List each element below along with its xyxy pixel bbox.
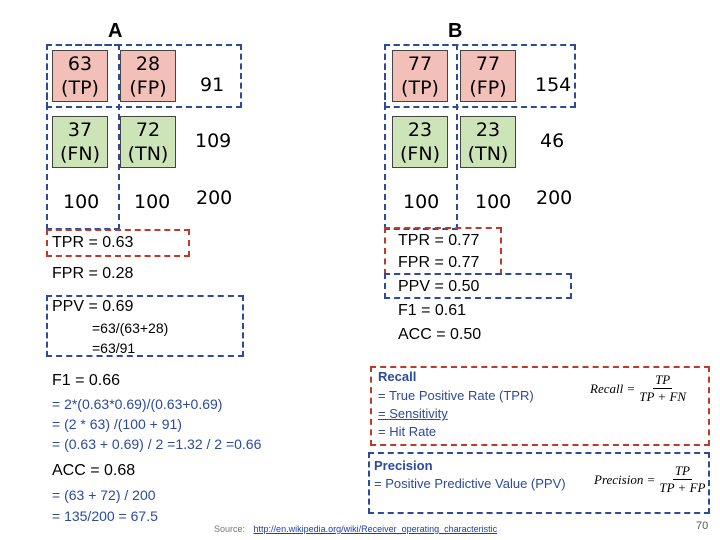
panel-a-grand-total: 200 bbox=[196, 187, 233, 209]
panel-a-ppv-calc2: =63/91 bbox=[92, 340, 136, 356]
panel-b-tpr: TPR = 0.77 bbox=[398, 232, 480, 249]
recall-fraction: TP TP + FN bbox=[639, 372, 686, 405]
fn-value: 23 bbox=[407, 119, 433, 141]
recall-formula: Recall = TP TP + FN bbox=[590, 372, 686, 405]
precision-fraction: TP TP + FP bbox=[659, 463, 705, 496]
panel-a-acc-calc2: = 135/200 = 67.5 bbox=[52, 508, 158, 524]
recall-line1: = True Positive Rate (TPR) bbox=[378, 388, 534, 403]
panel-b-column-outline bbox=[384, 44, 458, 230]
precision-numerator: TP bbox=[672, 463, 692, 480]
panel-a-tpr-outline bbox=[46, 229, 190, 257]
recall-formula-lhs: Recall = bbox=[590, 380, 636, 396]
tp-value: 63 bbox=[67, 53, 93, 75]
source-footer: Source: http://en.wikipedia.org/wiki/Rec… bbox=[214, 524, 497, 534]
panel-a-tn-cell: 72 (TN) bbox=[120, 116, 176, 168]
recall-denominator: TP + FN bbox=[639, 389, 687, 404]
panel-b-label: B bbox=[448, 20, 463, 42]
precision-formula-lhs: Precision = bbox=[594, 471, 656, 487]
panel-a-col1-total: 100 bbox=[63, 191, 100, 213]
source-link[interactable]: http://en.wikipedia.org/wiki/Receiver_op… bbox=[253, 524, 498, 534]
panel-a-f1-calc3: = (0.63 + 0.69) / 2 =1.32 / 2 =0.66 bbox=[52, 436, 262, 452]
tp-value: 77 bbox=[407, 53, 433, 75]
panel-a-tpr: TPR = 0.63 bbox=[52, 234, 134, 251]
panel-a-ppv: PPV = 0.69 bbox=[52, 298, 134, 315]
panel-a-label: A bbox=[108, 20, 123, 42]
panel-a-f1-calc1: = 2*(0.63*0.69)/(0.63+0.69) bbox=[52, 396, 223, 412]
panel-a-fpr: FPR = 0.28 bbox=[52, 265, 134, 282]
panel-b-tn-cell: 23 (TN) bbox=[460, 116, 516, 168]
panel-b-fp-cell: 77 (FP) bbox=[460, 50, 516, 102]
panel-b-row2-total: 46 bbox=[540, 130, 565, 152]
panel-b-ppv: PPV = 0.50 bbox=[398, 278, 480, 295]
panel-b-ppv-outline bbox=[384, 273, 572, 299]
page-number: 70 bbox=[696, 520, 709, 532]
panel-b-fpr: FPR = 0.77 bbox=[398, 254, 480, 271]
fp-value: 77 bbox=[475, 53, 501, 75]
panel-b-row1-total: 154 bbox=[535, 74, 572, 96]
fn-label: (FN) bbox=[400, 143, 440, 165]
source-label: Source: bbox=[214, 524, 246, 534]
tp-label: (TP) bbox=[401, 77, 439, 99]
panel-b-col1-total: 100 bbox=[403, 191, 440, 213]
recall-numerator: TP bbox=[653, 372, 673, 389]
recall-box bbox=[370, 366, 710, 446]
panel-a-ppv-outline bbox=[46, 295, 244, 357]
fn-value: 37 bbox=[67, 119, 93, 141]
panel-a-tp-cell: 63 (TP) bbox=[52, 50, 108, 102]
panel-b-f1: F1 = 0.61 bbox=[398, 302, 467, 319]
panel-a-col2-total: 100 bbox=[134, 191, 171, 213]
panel-a-row1-total: 91 bbox=[200, 74, 225, 96]
panel-a-fn-cell: 37 (FN) bbox=[52, 116, 108, 168]
recall-line2: = Sensitivity bbox=[378, 406, 448, 421]
panel-b-acc: ACC = 0.50 bbox=[398, 326, 482, 343]
panel-a-ppv-calc1: =63/(63+28) bbox=[92, 320, 169, 336]
panel-b-col2-total: 100 bbox=[475, 191, 512, 213]
precision-line1: = Positive Predictive Value (PPV) bbox=[374, 476, 566, 491]
fp-label: (FP) bbox=[129, 77, 167, 99]
precision-box bbox=[368, 452, 710, 514]
panel-a-acc-calc1: = (63 + 72) / 200 bbox=[52, 487, 156, 503]
panel-b-fn-cell: 23 (FN) bbox=[392, 116, 448, 168]
fp-label: (FP) bbox=[469, 77, 507, 99]
fp-value: 28 bbox=[135, 53, 161, 75]
panel-a-row2-total: 109 bbox=[195, 130, 232, 152]
panel-a-fp-cell: 28 (FP) bbox=[120, 50, 176, 102]
panel-a-acc: ACC = 0.68 bbox=[52, 462, 136, 479]
panel-b-tp-cell: 77 (TP) bbox=[392, 50, 448, 102]
tp-label: (TP) bbox=[61, 77, 99, 99]
panel-b-grand-total: 200 bbox=[536, 187, 573, 209]
panel-a-f1: F1 = 0.66 bbox=[52, 372, 121, 389]
recall-line3: = Hit Rate bbox=[378, 424, 437, 439]
tn-value: 23 bbox=[475, 119, 501, 141]
tn-label: (TN) bbox=[467, 143, 509, 165]
tn-value: 72 bbox=[135, 119, 161, 141]
fn-label: (FN) bbox=[60, 143, 100, 165]
precision-title: Precision bbox=[374, 458, 433, 473]
precision-formula: Precision = TP TP + FP bbox=[594, 463, 705, 496]
tn-label: (TN) bbox=[127, 143, 169, 165]
precision-denominator: TP + FP bbox=[659, 480, 706, 495]
panel-a-f1-calc2: = (2 * 63) /(100 + 91) bbox=[52, 416, 182, 432]
recall-title: Recall bbox=[378, 369, 417, 384]
